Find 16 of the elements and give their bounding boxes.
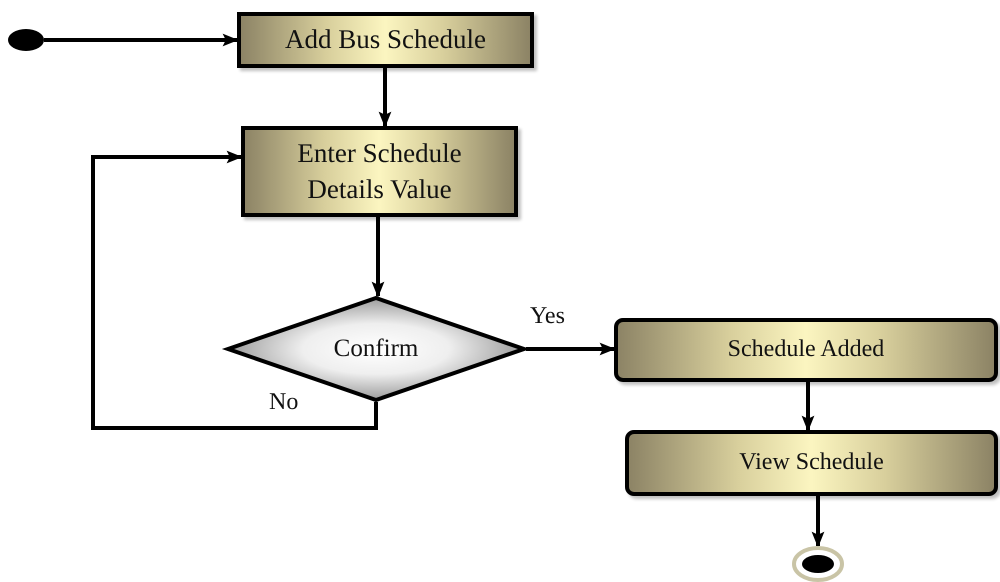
step-label: Add Bus Schedule	[285, 23, 486, 56]
start-node	[8, 28, 44, 52]
activity-box	[237, 12, 534, 68]
activity-box	[614, 318, 998, 382]
flow-arrow	[802, 382, 814, 432]
flow-arrow	[526, 342, 616, 356]
step-label: Enter Schedule Details Value	[296, 137, 463, 206]
step-label: View Schedule	[739, 448, 884, 478]
end-node	[792, 546, 844, 582]
flow-arrow	[372, 217, 384, 298]
flow-arrow	[812, 496, 824, 548]
activity-box	[241, 126, 518, 217]
step-label: Schedule Added	[728, 335, 884, 364]
flow-arrow	[378, 68, 392, 128]
activity-box	[625, 430, 998, 496]
flow-arrow	[44, 34, 239, 46]
